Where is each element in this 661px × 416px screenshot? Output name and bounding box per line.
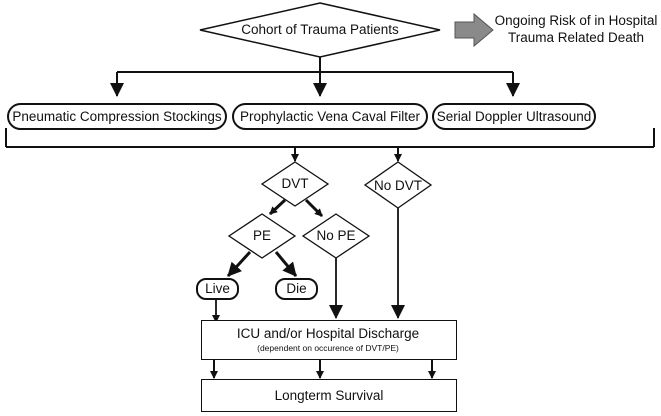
discharge-label: ICU and/or Hospital Discharge: [236, 326, 420, 342]
discharge-node: ICU and/or Hospital Discharge (dependent…: [201, 320, 457, 360]
stockings-node: Pneumatic Compression Stockings: [7, 103, 227, 130]
discharge-note: (dependent on occurence of DVT/PE): [257, 343, 399, 354]
grey-block-arrow: [454, 12, 494, 48]
live-node: Live: [196, 278, 239, 300]
no-dvt-label: No DVT: [373, 178, 422, 194]
pe-diamond: [227, 213, 297, 259]
filter-node: Prophylactic Vena Caval Filter: [232, 103, 428, 130]
strategy-bracket: [5, 128, 655, 148]
cohort-label: Cohort of Trauma Patients: [241, 22, 399, 38]
ultrasound-node: Serial Doppler Ultrasound: [432, 103, 596, 130]
survival-node: Longterm Survival: [201, 379, 457, 412]
branch-arrows: [212, 198, 405, 323]
dvt-diamond: [260, 161, 330, 207]
ongoing-risk-label: Ongoing Risk of in Hospital Trauma Relat…: [494, 13, 658, 45]
survival-arrows: [210, 360, 436, 379]
die-node: Die: [275, 278, 318, 300]
cohort-split-connector: [110, 57, 520, 97]
no-pe-label: No PE: [316, 228, 356, 244]
dvt-label: DVT: [281, 176, 309, 192]
pe-label: PE: [252, 228, 271, 244]
outcome-arrows: [291, 147, 402, 162]
